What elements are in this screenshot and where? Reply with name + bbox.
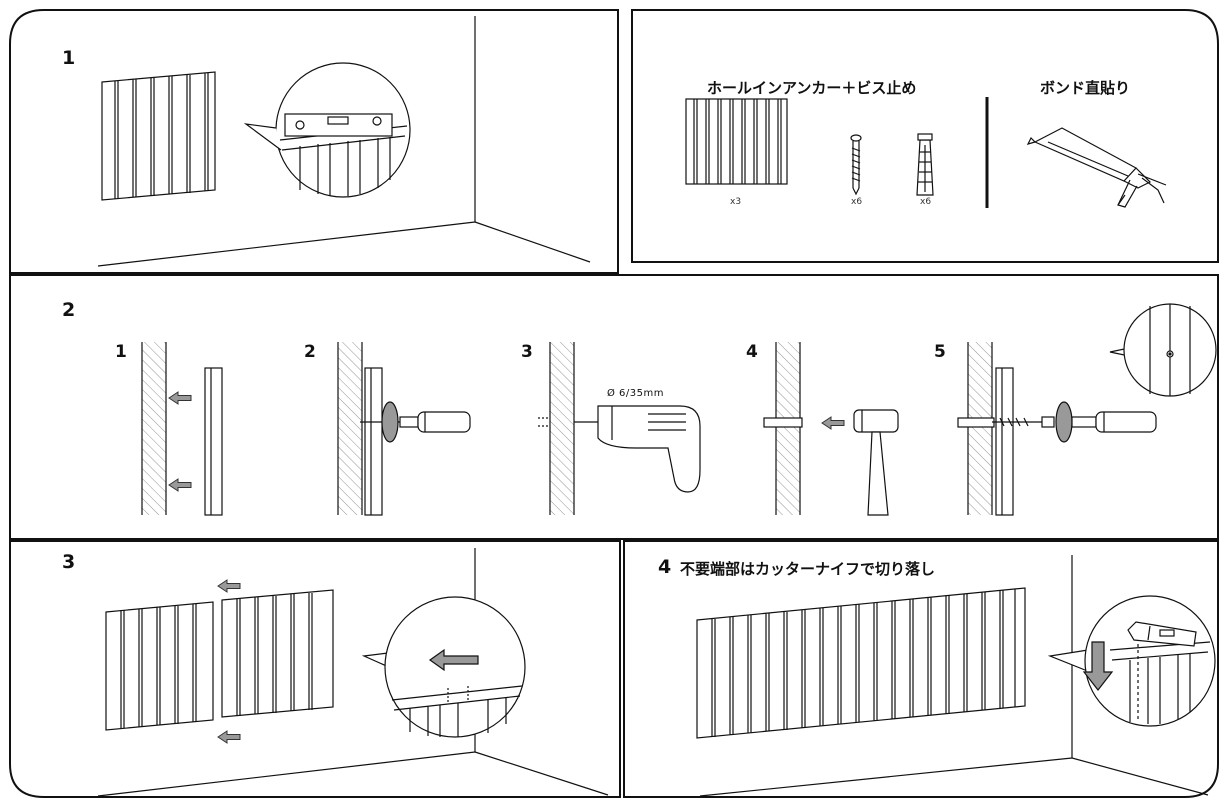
panel-parts-frame	[631, 9, 1219, 263]
arrow-icon	[821, 416, 845, 430]
acoustic-panel-long	[696, 587, 1026, 739]
zoom-callout-cutter	[1047, 595, 1216, 727]
cutter-knife-icon	[1127, 621, 1197, 647]
screwdriver-icon	[1055, 401, 1157, 443]
caulking-gun-icon	[1026, 127, 1167, 208]
step-number-1: 1	[62, 47, 76, 69]
zoom-callout-screw	[1109, 303, 1217, 397]
screw-icon	[850, 134, 862, 196]
substep-4-drawing	[763, 342, 899, 516]
panel-quantity: x3	[730, 197, 742, 207]
drill-bit-spec: Ø 6/35mm	[607, 388, 664, 399]
method-anchor-screw-title: ホールインアンカー＋ビス止め	[707, 79, 917, 97]
panel-2-frame	[9, 274, 1219, 540]
panel-3-illustration	[97, 548, 609, 797]
substep-1-drawing	[141, 342, 223, 516]
panel-3-frame	[9, 540, 621, 798]
arrow-icon	[217, 730, 241, 744]
acoustic-panel-left	[105, 601, 214, 731]
substep-5-drawing	[957, 303, 1217, 516]
panel-1-illustration	[97, 16, 591, 267]
acoustic-panel-right	[221, 589, 334, 718]
step-number-2: 2	[62, 299, 76, 321]
zoom-callout-level	[243, 62, 411, 198]
zoom-callout-joint	[361, 596, 526, 738]
screwdriver-icon	[360, 401, 471, 443]
substep-number-2: 2	[304, 342, 316, 362]
substep-number-3: 3	[521, 342, 533, 362]
spirit-level-icon	[284, 113, 393, 137]
panel-2-illustration	[141, 303, 1217, 516]
step-number-4: 4	[658, 556, 672, 578]
arrow-icon	[168, 478, 192, 492]
acoustic-panel-small	[101, 71, 216, 201]
wall-anchor-icon	[916, 133, 934, 196]
drill-icon	[574, 405, 701, 493]
anchor-quantity: x6	[920, 197, 932, 207]
substep-number-4: 4	[746, 342, 758, 362]
step-number-3: 3	[62, 551, 76, 573]
method-bond-title: ボンド直貼り	[1040, 79, 1131, 97]
panel-4-frame	[623, 540, 1219, 798]
panel-part-icon	[685, 98, 788, 185]
substep-2-drawing	[337, 342, 471, 516]
trim-instruction: 不要端部はカッターナイフで切り落し	[680, 560, 936, 578]
panel-1-frame	[9, 9, 619, 274]
substep-3-drawing	[538, 342, 701, 515]
arrow-icon	[168, 391, 192, 405]
arrow-icon	[217, 579, 241, 593]
panel-borders	[9, 9, 1219, 798]
panel-4-illustration	[696, 555, 1216, 797]
hammer-icon	[853, 409, 899, 516]
substep-number-1: 1	[115, 342, 127, 362]
parts-illustration	[685, 97, 1167, 208]
screw-quantity: x6	[851, 197, 863, 207]
substep-number-5: 5	[934, 342, 946, 362]
